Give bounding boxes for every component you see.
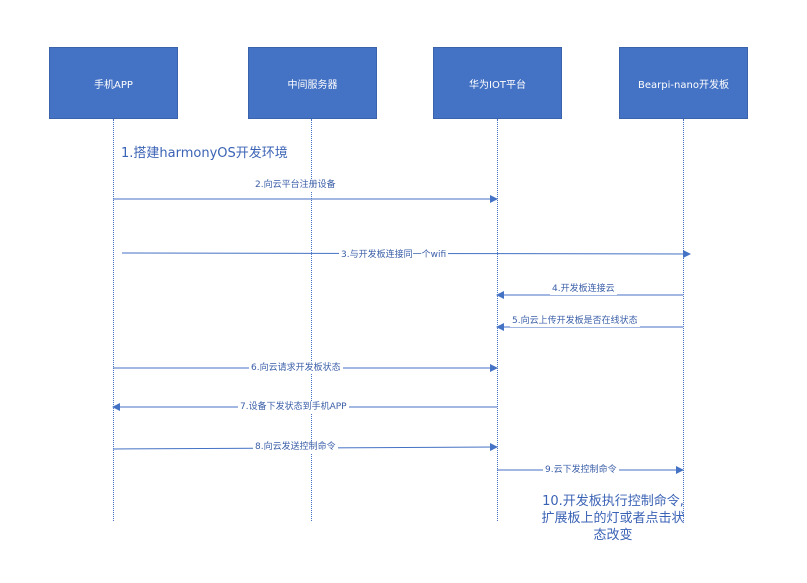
msg-label-2: 2.向云平台注册设备 — [253, 179, 338, 191]
actor-label: 手机APP — [94, 79, 133, 91]
lifeline-bearpi-board — [683, 119, 684, 521]
actor-label: Bearpi-nano开发板 — [638, 79, 729, 91]
msg-label-4: 4.开发板连接云 — [550, 283, 617, 295]
actor-huawei-iot: 华为IOT平台 — [433, 47, 562, 119]
msg-label-6: 6.向云请求开发板状态 — [249, 362, 343, 374]
msg-label-5: 5.向云上传开发板是否在线状态 — [510, 315, 640, 327]
actor-label: 华为IOT平台 — [469, 79, 526, 91]
lifeline-middle-server — [311, 119, 312, 521]
msg-label-3: 3.与开发板连接同一个wifi — [339, 249, 449, 261]
note-board-execute: 10.开发板执行控制命令, 扩展板上的灯或者点击状 态改变 — [523, 493, 703, 544]
actor-label: 中间服务器 — [287, 79, 338, 91]
msg-label-9: 9.云下发控制命令 — [543, 464, 619, 476]
note-line: 扩展板上的灯或者点击状 — [541, 511, 685, 526]
actor-phone-app: 手机APP — [49, 47, 178, 119]
note-setup-env: 1.搭建harmonyOS开发环境 — [121, 146, 288, 161]
actor-middle-server: 中间服务器 — [248, 47, 377, 119]
msg-label-8: 8.向云发送控制命令 — [253, 441, 338, 453]
actor-bearpi-board: Bearpi-nano开发板 — [619, 47, 748, 119]
msg-label-7: 7.设备下发状态到手机APP — [238, 401, 349, 413]
note-line: 态改变 — [593, 528, 633, 543]
note-line: 10.开发板执行控制命令, — [542, 494, 684, 509]
lifeline-huawei-iot — [497, 119, 498, 521]
lifeline-phone-app — [113, 119, 114, 521]
